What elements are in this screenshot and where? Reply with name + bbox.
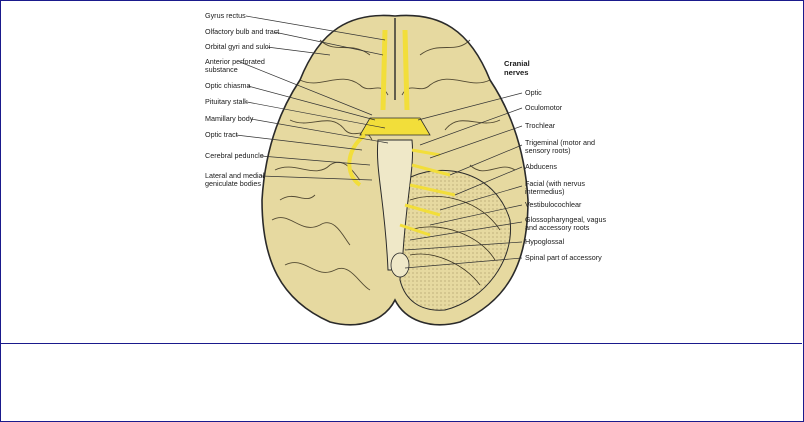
caption-area <box>0 344 802 420</box>
label-gyrus-rectus: Gyrus rectus <box>205 11 246 20</box>
label-vestibulocochlear: Vestibulocochlear <box>525 200 582 209</box>
label-spinal-accessory: Spinal part of accessory <box>525 253 602 262</box>
label-optic-chiasma: Optic chiasma <box>205 81 251 90</box>
label-oculomotor: Oculomotor <box>525 103 563 112</box>
label-geniculate-bodies: Lateral and medial geniculate bodies <box>205 171 265 188</box>
right-leader-lines <box>404 92 523 269</box>
brain-base-figure: Gyrus rectus Olfactory bulb and tract Or… <box>205 11 607 326</box>
optic-tract <box>347 133 367 187</box>
label-pituitary-stalk: Pituitary stalk <box>205 97 248 106</box>
label-orbital-gyri: Orbital gyri and sulci <box>205 42 271 51</box>
medulla-end <box>390 252 410 278</box>
label-anterior-perforated: Anterior perforated substance <box>205 57 265 74</box>
label-abducens: Abducens <box>525 162 557 171</box>
olfactory-tract-left <box>380 29 388 111</box>
nerve-roots <box>399 148 456 237</box>
brain-illustration <box>235 14 529 326</box>
label-trigeminal: Trigeminal (motor and sensory roots) <box>525 138 596 155</box>
label-cerebral-peduncle: Cerebral peduncle <box>205 151 264 160</box>
label-hypoglossal: Hypoglossal <box>525 237 565 246</box>
left-leader-lines <box>235 15 389 181</box>
label-cranial-nerves-heading: Cranial nerves <box>504 59 530 77</box>
olfactory-tract-right <box>402 29 410 111</box>
label-optic-tract: Optic tract <box>205 130 238 139</box>
label-optic-nerve: Optic <box>525 88 542 97</box>
label-mamillary-body: Mamillary body <box>205 114 254 123</box>
cerebellum <box>399 169 512 311</box>
label-glossopharyngeal: Glossopharyngeal, vagus and accessory ro… <box>525 215 607 232</box>
label-trochlear: Trochlear <box>525 121 556 130</box>
right-gyri <box>401 39 516 172</box>
label-facial: Facial (with nervus intermedius) <box>525 179 585 196</box>
section-divider <box>0 343 802 344</box>
optic-chiasma <box>359 117 431 136</box>
label-olfactory-bulb: Olfactory bulb and tract <box>205 27 280 36</box>
